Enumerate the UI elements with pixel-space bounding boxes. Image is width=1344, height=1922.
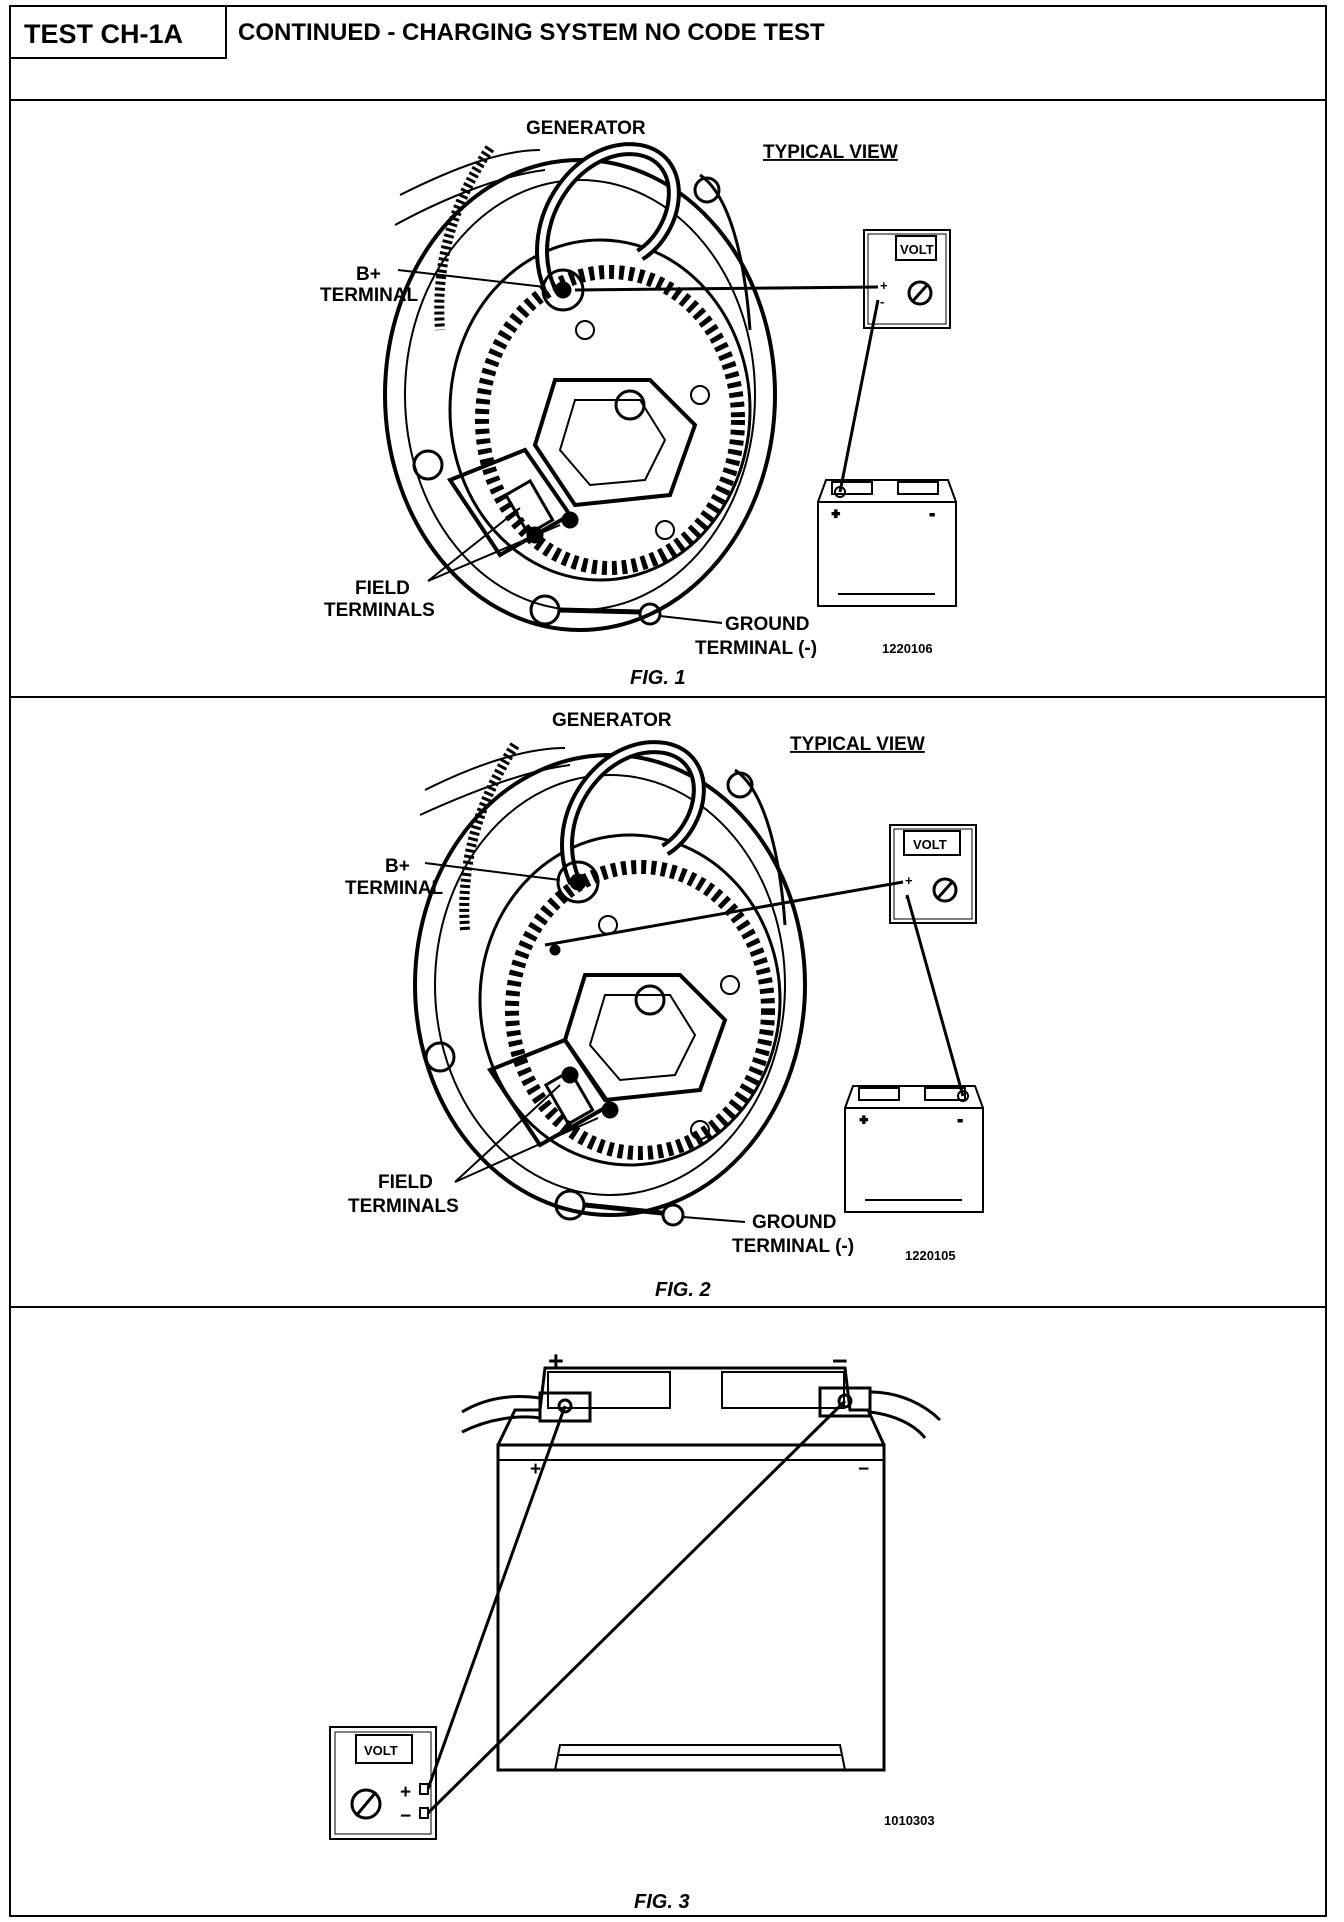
part-number: 1220105 (905, 1248, 956, 1263)
test-leads (544, 880, 965, 1097)
generator-drawing (413, 740, 807, 1227)
b-plus-label: B+ (385, 856, 410, 877)
part-number: 1220106 (882, 641, 933, 656)
figure-2: + - VOLT + - GENERATOR TYPICAL VIEW B+ T… (345, 710, 984, 1301)
battery: + − + − (461, 1346, 942, 1772)
svg-text:−: − (400, 1806, 411, 1827)
svg-text:-: - (930, 506, 934, 521)
page-title: CONTINUED - CHARGING SYSTEM NO CODE TEST (238, 19, 825, 46)
figure-1: + - VOLT + - GENERATOR TYPICAL VIEW B+ T… (320, 118, 957, 689)
typical-view-label: TYPICAL VIEW (790, 734, 925, 755)
battery: + - (844, 1085, 984, 1213)
generator-label: GENERATOR (526, 118, 646, 139)
svg-text:-: - (880, 294, 884, 309)
svg-text:−: − (832, 1346, 848, 1376)
field-label: FIELD (378, 1172, 433, 1193)
field-label: FIELD (355, 578, 410, 599)
voltmeter-label: VOLT (364, 1743, 398, 1758)
voltmeter: VOLT + - (863, 229, 951, 329)
field-terminals-label: TERMINALS (348, 1196, 459, 1217)
figure-caption: FIG. 2 (655, 1279, 711, 1301)
figure-caption: FIG. 1 (630, 667, 686, 689)
ground-label: GROUND (752, 1212, 836, 1233)
field-terminals-label: TERMINALS (324, 600, 435, 621)
ground-label: GROUND (725, 614, 809, 635)
test-leads (426, 1399, 847, 1815)
voltmeter-label: VOLT (900, 242, 934, 257)
svg-text:+: + (548, 1346, 564, 1376)
leader-lines (424, 862, 746, 1223)
leader-lines (397, 269, 723, 624)
battery: + - (817, 479, 957, 607)
svg-text:−: − (858, 1459, 869, 1480)
generator-label: GENERATOR (552, 710, 672, 731)
svg-text:-: - (958, 1112, 962, 1127)
svg-text:+: + (860, 1112, 868, 1127)
svg-text:+: + (530, 1459, 541, 1480)
part-number: 1010303 (884, 1813, 935, 1828)
b-plus-label: B+ (356, 264, 381, 285)
figure-caption: FIG. 3 (634, 1891, 690, 1913)
svg-text:+: + (400, 1782, 411, 1803)
b-plus-terminal-label: TERMINAL (320, 285, 419, 306)
generator-drawing (383, 142, 777, 632)
svg-text:+: + (880, 278, 888, 293)
typical-view-label: TYPICAL VIEW (763, 142, 898, 163)
svg-text:+: + (905, 873, 913, 888)
voltmeter: VOLT + - (889, 824, 977, 924)
figure-3: + − + − VOLT + − 1010303 FIG. 3 (329, 1346, 942, 1913)
voltmeter: VOLT + − (329, 1726, 437, 1840)
test-id: TEST CH-1A (24, 19, 183, 49)
ground-terminal-label: TERMINAL (-) (695, 638, 817, 659)
ground-terminal-label: TERMINAL (-) (732, 1236, 854, 1257)
test-leads (574, 285, 880, 493)
svg-text:+: + (832, 506, 840, 521)
b-plus-terminal-label: TERMINAL (345, 878, 444, 899)
voltmeter-label: VOLT (913, 837, 947, 852)
page-frame (9, 5, 1327, 1917)
